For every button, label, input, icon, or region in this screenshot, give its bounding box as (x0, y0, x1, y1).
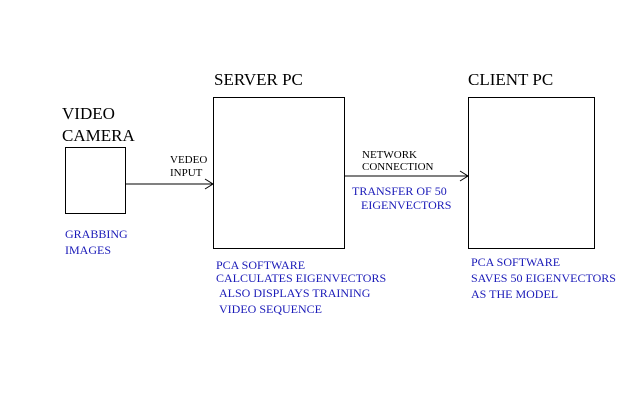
server-pc-box (213, 97, 345, 249)
camera-title-line2: CAMERA (62, 126, 135, 145)
client-caption-line1: PCA SOFTWARE (471, 255, 561, 269)
server-caption-line2: CALCULATES EIGENVECTORS (216, 271, 387, 285)
camera-caption-line2: IMAGES (65, 243, 112, 257)
client-caption-line3: AS THE MODEL (471, 287, 559, 301)
network-note-line2: EIGENVECTORS (361, 198, 452, 212)
network-connection-arrow (345, 170, 469, 182)
client-pc-box (468, 97, 595, 249)
server-caption-line1: PCA SOFTWARE (216, 258, 306, 272)
video-input-arrow (126, 178, 214, 190)
server-title: SERVER PC (214, 70, 303, 89)
server-caption-line4: VIDEO SEQUENCE (219, 302, 322, 316)
camera-title-line1: VIDEO (62, 104, 115, 123)
video-input-label-line2: INPUT (170, 167, 203, 179)
server-caption-line3: ALSO DISPLAYS TRAINING (219, 286, 371, 300)
client-caption-line2: SAVES 50 EIGENVECTORS (471, 271, 616, 285)
camera-box (65, 147, 126, 214)
network-label-line2: CONNECTION (362, 161, 434, 173)
camera-caption-line1: GRABBING (65, 227, 128, 241)
network-label-line1: NETWORK (362, 149, 417, 161)
video-input-label-line1: VEDEO (170, 154, 208, 166)
client-title: CLIENT PC (468, 70, 554, 89)
network-note-line1: TRANSFER OF 50 (352, 184, 447, 198)
